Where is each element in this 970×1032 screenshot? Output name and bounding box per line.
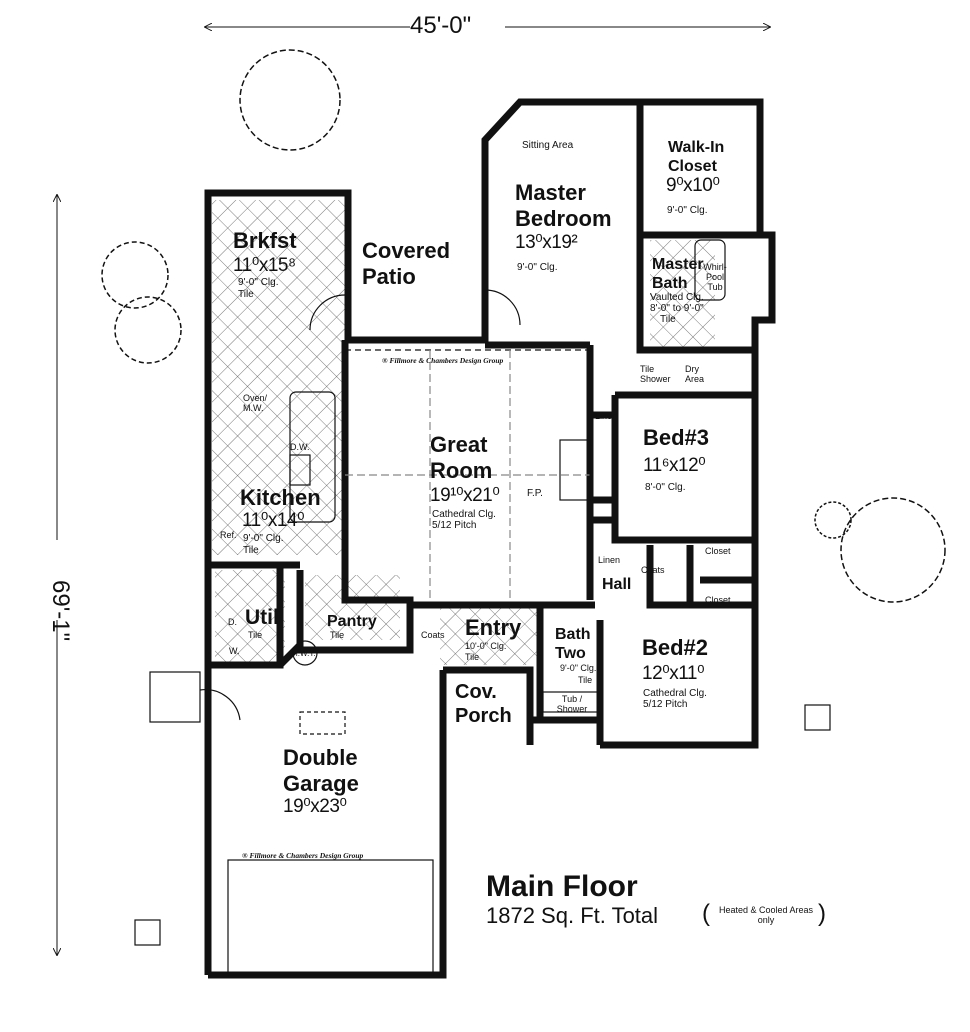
walls xyxy=(204,98,776,979)
tub-shower-label: Tub / Shower xyxy=(556,694,588,714)
great-room-ceiling: Cathedral Clg. xyxy=(432,509,496,520)
area-note-close: ) xyxy=(818,900,826,927)
refrigerator-label: Ref. xyxy=(220,530,237,540)
tile-shower-label: Tile Shower xyxy=(640,364,671,384)
dry-area-label: Dry Area xyxy=(685,364,705,384)
closet-label-1: Closet xyxy=(705,546,731,556)
depth-dimension-label: 69'-1" xyxy=(47,580,74,642)
bath-two-label: Bath Two xyxy=(555,626,591,662)
entry-coats-label: Coats xyxy=(421,630,445,640)
kitchen-floor: Tile xyxy=(243,545,259,556)
master-bedroom-label: Master Bedroom xyxy=(515,180,612,231)
landscape-trees xyxy=(101,49,946,603)
sitting-area-label: Sitting Area xyxy=(522,140,574,151)
brkfst-ceiling: 9'-0" Clg. xyxy=(238,277,279,288)
area-note: Heated & Cooled Areas only xyxy=(718,905,814,925)
great-room-size: 19¹⁰x21⁰ xyxy=(430,485,500,506)
great-room-label: Great Room xyxy=(430,432,493,483)
whirlpool-tub-label: Whirl-Pool Tub xyxy=(703,262,727,292)
kitchen-size: 11⁰x14⁰ xyxy=(242,510,305,531)
walk-in-closet-size: 9⁰x10⁰ xyxy=(666,175,720,196)
garage-size: 19⁰x23⁰ xyxy=(283,796,347,817)
bed2-label: Bed#2 xyxy=(642,635,709,660)
entry-label: Entry xyxy=(465,615,522,640)
master-bedroom-size: 13⁰x19² xyxy=(515,232,578,253)
tile-floors xyxy=(212,200,715,665)
brkfst-size: 11⁰x15⁸ xyxy=(233,255,296,276)
bed3-ceiling: 8'-0" Clg. xyxy=(645,482,686,493)
util-label: Util xyxy=(245,606,279,629)
dishwasher-label: D.W. xyxy=(290,442,310,452)
bed3-label: Bed#3 xyxy=(643,425,710,450)
fireplace-label: F.P. xyxy=(527,488,543,499)
bed3-size: 11⁶x12⁰ xyxy=(643,455,706,476)
hall-coats-label: Coats xyxy=(641,565,665,575)
covered-patio-label: Covered Patio xyxy=(362,238,451,289)
brkfst-floor: Tile xyxy=(238,289,254,300)
bath-two-ceiling: 9'-0" Clg. xyxy=(560,663,597,673)
kitchen-label: Kitchen xyxy=(240,485,321,510)
bed2-pitch: 5/12 Pitch xyxy=(643,699,688,710)
brkfst-label: Brkfst xyxy=(233,228,297,253)
kitchen-ceiling: 9'-0" Clg. xyxy=(243,533,284,544)
master-bedroom-ceiling: 9'-0" Clg. xyxy=(517,262,558,273)
bed2-ceiling: Cathedral Clg. xyxy=(643,688,707,699)
pantry-label: Pantry xyxy=(327,613,377,630)
design-credit-garage: ® Fillmore & Chambers Design Group xyxy=(242,851,364,860)
master-bath-ceiling: Vaulted Clg. 8'-0" to 9'-0" xyxy=(650,292,704,314)
pantry-floor: Tile xyxy=(330,630,345,640)
plan-area: 1872 Sq. Ft. Total xyxy=(486,903,659,928)
garage-label: Double Garage xyxy=(283,745,359,796)
oven-label: Oven/ M.W. xyxy=(243,393,268,413)
width-dimension-label: 45'-0" xyxy=(410,12,472,39)
master-bath-floor: Tile xyxy=(660,314,676,325)
linen-label-1: Linen xyxy=(595,411,618,421)
entry-floor: Tile xyxy=(465,652,480,662)
dryer-label: D. xyxy=(228,617,237,627)
walk-in-closet-label: Walk-In Closet xyxy=(668,139,725,175)
bath-two-floor: Tile xyxy=(578,675,593,685)
design-credit: ® Fillmore & Chambers Design Group xyxy=(382,356,504,365)
washer-label: W. xyxy=(229,646,240,656)
plan-title: Main Floor xyxy=(486,870,638,903)
water-heater-label: H.W.T. xyxy=(292,649,316,658)
cov-porch-label: Cov. Porch xyxy=(455,681,512,727)
linen-label-2: Linen xyxy=(598,555,621,565)
walk-in-closet-ceiling: 9'-0" Clg. xyxy=(667,205,708,216)
area-note-open: ( xyxy=(702,900,710,927)
util-floor: Tile xyxy=(248,630,263,640)
master-bath-label: Master Bath xyxy=(652,256,704,292)
bed2-size: 12⁰x11⁰ xyxy=(642,663,705,684)
hall-label: Hall xyxy=(602,576,632,593)
entry-ceiling: 10'-0" Clg. xyxy=(465,641,507,651)
great-room-pitch: 5/12 Pitch xyxy=(432,520,477,531)
closet-label-2: Closet xyxy=(705,595,731,605)
